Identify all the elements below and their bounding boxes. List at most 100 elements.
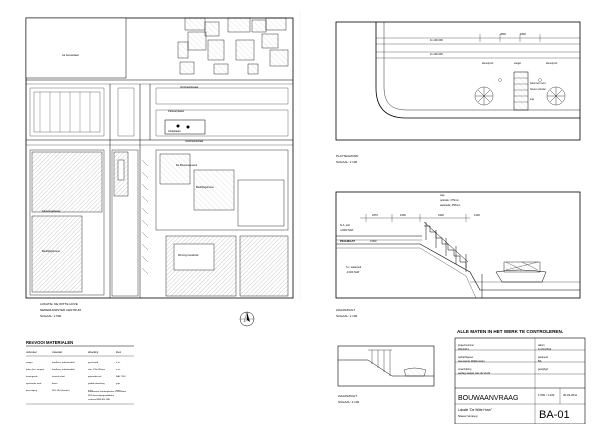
materials-title: REnVOOI MATERIALEN xyxy=(26,340,73,345)
section-level-3: PEILMAAT xyxy=(340,239,355,243)
tree-icon xyxy=(546,86,566,106)
title-block-scale: 1:500 / 1:100 xyxy=(538,393,555,397)
section-dim-2: 1600 xyxy=(400,213,406,217)
site-caption-line1: LOKATIE: DE WITTE HOVE xyxy=(40,302,78,306)
site-label-building-d: Woning bouwblok xyxy=(178,253,199,257)
plan-label-6: trap xyxy=(530,98,535,101)
title-block-label: datum xyxy=(538,344,545,347)
section-level-1: N.A. peil xyxy=(340,223,350,227)
materials-cell: RVS 316 (bouten) xyxy=(52,389,70,392)
plan-dim-2: 1800 xyxy=(520,32,526,36)
site-scale: SCHAAL: 1:500 xyxy=(40,314,62,318)
materials-cell: steiger xyxy=(26,361,33,364)
site-label-building-c: Bedrijfsgebouw xyxy=(42,249,60,253)
section-note-1: trap xyxy=(440,193,445,197)
materials-cell: hardhout, onbehandeld xyxy=(52,361,75,364)
plan-caption: PLATTEGROND xyxy=(336,154,359,158)
plan-dim-total-2: 11.100.000 xyxy=(430,52,443,56)
title-block-value: - xyxy=(538,372,539,375)
section-level-5: h.v. waterpeil xyxy=(346,265,362,269)
plan-label-3: afvoerpunt xyxy=(546,62,558,65)
title-block-label: opdrachtgever xyxy=(458,356,473,359)
materials-cell: gepoedercoat xyxy=(88,375,102,378)
site-label-building-e: Kantoorgebouw xyxy=(42,209,60,213)
section-level-6: -0.400 NAP xyxy=(346,270,360,274)
title-block-label: getekend xyxy=(538,356,549,359)
title-block-label: projectnummer xyxy=(458,344,474,347)
section-note-2: optrede: 175mm xyxy=(440,198,459,202)
site-caption-line2: NEDERHORSTER CENTRUM xyxy=(40,308,82,312)
materials-cell: gladde afwerking xyxy=(88,382,105,385)
title-block-date: 30-03-2011 xyxy=(563,393,578,397)
plan-view xyxy=(335,21,581,141)
plan-label-1: afvoerpunt xyxy=(482,62,494,65)
title-block-label: omschrijving xyxy=(458,368,472,371)
materials-header-cell: afwerking xyxy=(88,351,99,354)
materials-cell: verzinkt staal xyxy=(52,375,65,378)
north-arrow-icon xyxy=(239,311,255,327)
materials-cell: n.v.t. xyxy=(116,361,121,364)
site-label-building-b: Bedrijfsgebouw xyxy=(196,185,214,189)
materials-header-cell: onderdeel xyxy=(26,351,37,354)
section-dim-1: 1870 xyxy=(372,213,378,217)
materials-cell: hardhout, onbehandeld xyxy=(52,368,75,371)
site-label-loading: Afvalplaats xyxy=(168,129,181,133)
materials-cell: bevestiging xyxy=(26,389,38,392)
title-block-sheet-code: BA-01 xyxy=(539,409,570,421)
site-label-parking: Parkeerplaats xyxy=(168,109,185,113)
section-dim-4: 1200 xyxy=(474,213,480,217)
section-scale: SCHAAL: 1:100 xyxy=(336,314,358,318)
site-label-building-a: ca bouwdeel xyxy=(62,53,79,57)
title-block xyxy=(454,337,586,424)
plan-dim-1: 2800 xyxy=(500,32,506,36)
materials-cell: grijs xyxy=(116,382,121,385)
section-caption: ZIJAANZICHT xyxy=(336,308,355,312)
tree-icon xyxy=(474,86,494,106)
title-block-value: 11-03-2014 xyxy=(538,347,552,351)
title-block-label: gewijzigd xyxy=(538,368,549,371)
title-block-value: Gemeente Wijdemeren xyxy=(458,359,485,363)
materials-note: hardhouten vlonderplanken 145x28mm xyxy=(88,390,126,393)
section-level-4: 0.000 xyxy=(370,239,377,243)
title-block-value: aanleg steiger aan de Vecht xyxy=(458,371,490,375)
materials-cell: leuningwerk xyxy=(26,375,39,378)
plan-dim-total-1: 11.100.000 xyxy=(430,38,443,42)
site-label-street-mid: Voorbeeldstraat xyxy=(185,139,203,143)
materials-note: conform NEN-EN 1991 xyxy=(88,398,111,401)
materials-header-cell: materiaal xyxy=(52,351,62,354)
title-block-location-sub: Nieuw-Vennep xyxy=(458,414,478,418)
plan-label-4: betonnen rand xyxy=(530,82,546,85)
title-block-value: 2014-011 xyxy=(458,347,469,351)
plan-scale: SCHAAL: 1:100 xyxy=(336,160,358,164)
boat-icon xyxy=(495,261,547,283)
materials-table xyxy=(26,345,134,405)
title-block-location: Lokatie "De Witte Hove" xyxy=(458,408,492,412)
section-dim-3: 3400 xyxy=(438,213,444,217)
side-scale: SCHAAL: 1:100 xyxy=(338,400,360,404)
materials-cell: beton xyxy=(52,382,58,385)
site-plan xyxy=(25,17,294,299)
materials-header-cell: kleur xyxy=(116,351,121,354)
materials-cell: n.v.t. xyxy=(116,368,121,371)
plan-label-2: steiger xyxy=(514,62,521,65)
materials-cell: n.v.t. xyxy=(116,389,121,392)
notice-text: ALLE MATEN IN HET WERK TE CONTROLEREN. xyxy=(457,329,563,334)
site-label-street-top: Voorbeeldstraat xyxy=(180,85,198,89)
plan-label-5: houten vlonder xyxy=(530,88,546,91)
title-block-value: BA xyxy=(538,359,542,363)
title-block-title: BOUWAANVRAAG xyxy=(458,395,518,402)
materials-cell: geschaafd xyxy=(88,362,99,364)
materials-cell: n.v.t. xyxy=(88,389,93,392)
materials-cell: RAL 7016 xyxy=(116,375,126,378)
section-level-2: +2000 NAP xyxy=(340,228,354,232)
materials-cell: palen (h.o. steiger) xyxy=(26,368,45,371)
section-note-3: aantrede: 250mm xyxy=(440,203,460,207)
materials-cell: opstaande rand xyxy=(26,382,42,385)
side-caption: ZIJAANZICHT xyxy=(338,394,357,398)
materials-note: RVS bevestigingsmiddelen xyxy=(88,394,115,397)
side-view xyxy=(337,345,435,387)
materials-cell: afm. 120x120mm xyxy=(88,369,105,371)
materials-rows: onderdeel materiaal afwerking kleur steiger h… xyxy=(26,351,126,401)
